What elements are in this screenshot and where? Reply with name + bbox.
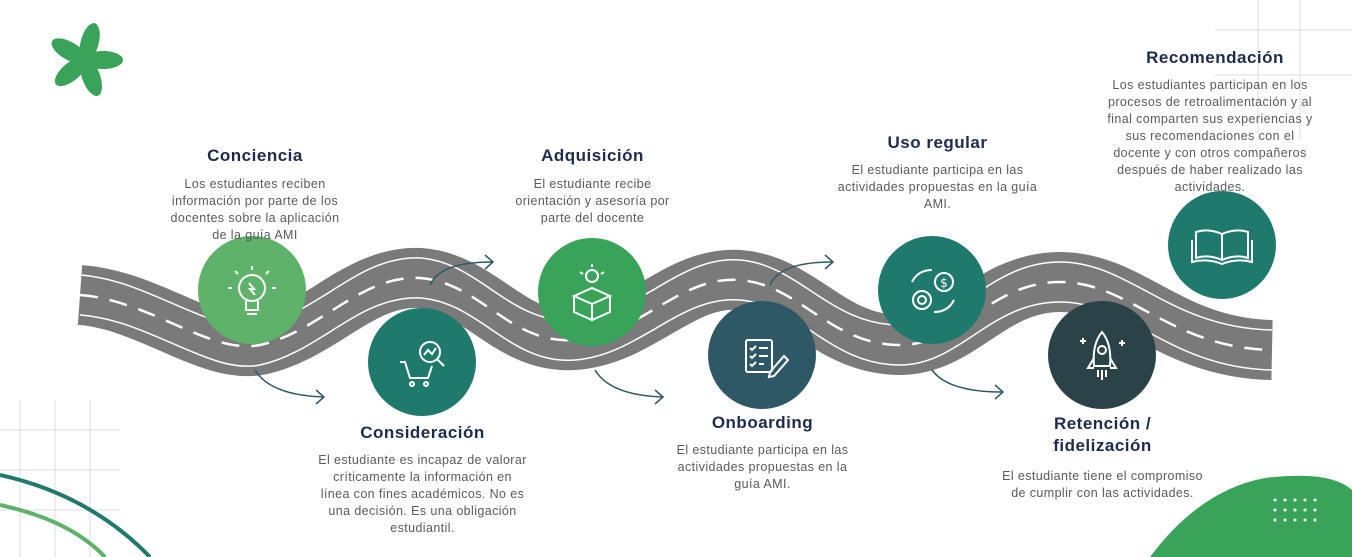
- desc-line: Los estudiantes participan en los: [1112, 78, 1308, 92]
- decorative-grid-top-right: [1215, 0, 1352, 140]
- arrow-head-down-3: [994, 384, 1005, 400]
- stage-title-recomendacion: Recomendación: [1146, 48, 1284, 67]
- stage-circle-5: $: [878, 236, 986, 344]
- arrow-down-1: [254, 369, 324, 398]
- desc-line: El estudiante es incapaz de valorar: [318, 453, 527, 467]
- desc-line: El estudiante participa en las: [676, 443, 849, 457]
- desc-line: después de haber realizado las: [1117, 163, 1303, 177]
- svg-text:$: $: [940, 276, 948, 290]
- road-center-line: [79, 276, 1273, 352]
- decorative-dots: [1273, 498, 1317, 522]
- arrow-head-down-1: [315, 389, 326, 405]
- arrow-head-down-2: [654, 389, 665, 405]
- arrow-down-3: [931, 369, 1003, 393]
- desc-line: actividades propuestas en la: [677, 460, 848, 474]
- stage-desc-consideracion: El estudiante es incapaz de valorar crít…: [280, 452, 565, 537]
- gear-dollar-icon: $: [911, 269, 955, 313]
- decorative-blob: [1150, 475, 1352, 557]
- desc-line: de la guía AMI: [212, 228, 298, 242]
- desc-line: línea con fines académicos. No es: [320, 487, 525, 501]
- stage-title-adquisicion: Adquisición: [541, 146, 644, 165]
- stage-circle-6: [1048, 301, 1156, 409]
- desc-line: críticamente la información en: [333, 470, 512, 484]
- desc-line: guía AMI.: [734, 477, 791, 491]
- desc-line: procesos de retroalimentación y al: [1108, 95, 1312, 109]
- desc-line: AMI.: [923, 197, 952, 211]
- arrow-head-up-1: [484, 254, 495, 270]
- stage-title-uso-regular: Uso regular: [887, 133, 988, 152]
- desc-line: sus recomendaciones con el: [1125, 129, 1295, 143]
- stage-circle-1: [198, 236, 306, 344]
- checklist-icon: [745, 339, 790, 379]
- desc-line: una decisión. Es una obligación: [328, 504, 517, 518]
- stage-circle-4: [708, 301, 816, 409]
- stage-circle-2: [368, 308, 476, 416]
- stage-title-consideracion: Consideración: [360, 423, 485, 442]
- arrow-down-2: [594, 369, 663, 398]
- desc-line: final comparten sus experiencias y: [1107, 112, 1313, 126]
- stage-desc-uso-regular: El estudiante participa en las actividad…: [805, 162, 1070, 213]
- desc-line: docente y con otros compañeros: [1113, 146, 1307, 160]
- stage-desc-onboarding: El estudiante participa en las actividad…: [645, 442, 880, 493]
- desc-line: Los estudiantes reciben: [184, 177, 326, 191]
- lightbulb-icon: [228, 266, 276, 315]
- stage-desc-conciencia: Los estudiantes reciben información por …: [150, 176, 360, 244]
- title-line: fidelización: [1053, 436, 1152, 455]
- stage-circle-3: [538, 238, 646, 346]
- connector-arrows: [254, 254, 1005, 405]
- stage-title-onboarding: Onboarding: [711, 413, 814, 432]
- rocket-icon: [1080, 330, 1125, 380]
- desc-line: parte del docente: [540, 211, 645, 225]
- title-line: Retención /: [1053, 414, 1152, 433]
- desc-line: docentes sobre la aplicación: [170, 211, 340, 225]
- arrow-head-up-2: [824, 254, 835, 270]
- desc-line: actividades.: [1174, 180, 1246, 194]
- stage-circle-7: [1168, 191, 1276, 299]
- asterisk-logo: [51, 23, 123, 96]
- stage-desc-recomendacion: Los estudiantes participan en los proces…: [1075, 77, 1345, 196]
- open-book-icon: [1191, 229, 1253, 266]
- desc-line: El estudiante tiene el compromiso: [1002, 469, 1203, 483]
- stage-desc-retencion: El estudiante tiene el compromiso de cum…: [965, 468, 1240, 502]
- road-edge-bottom: [79, 297, 1273, 371]
- desc-line: de cumplir con las actividades.: [1011, 486, 1194, 500]
- stage-title-retencion: Retención / fidelización: [1000, 413, 1205, 457]
- arrow-up-2: [769, 261, 833, 286]
- box-idea-icon: [571, 264, 613, 322]
- desc-line: información por parte de los: [171, 194, 339, 208]
- cart-search-icon: [400, 341, 445, 387]
- stage-desc-adquisicion: El estudiante recibe orientación y aseso…: [480, 176, 705, 227]
- stage-title-conciencia: Conciencia: [207, 146, 303, 165]
- arrow-up-1: [429, 261, 493, 286]
- desc-line: orientación y asesoría por: [515, 194, 670, 208]
- desc-line: estudiantil.: [390, 521, 455, 535]
- desc-line: actividades propuestas en la guía: [837, 180, 1038, 194]
- desc-line: El estudiante participa en las: [851, 163, 1024, 177]
- decorative-arcs: [0, 473, 152, 557]
- desc-line: El estudiante recibe: [533, 177, 652, 191]
